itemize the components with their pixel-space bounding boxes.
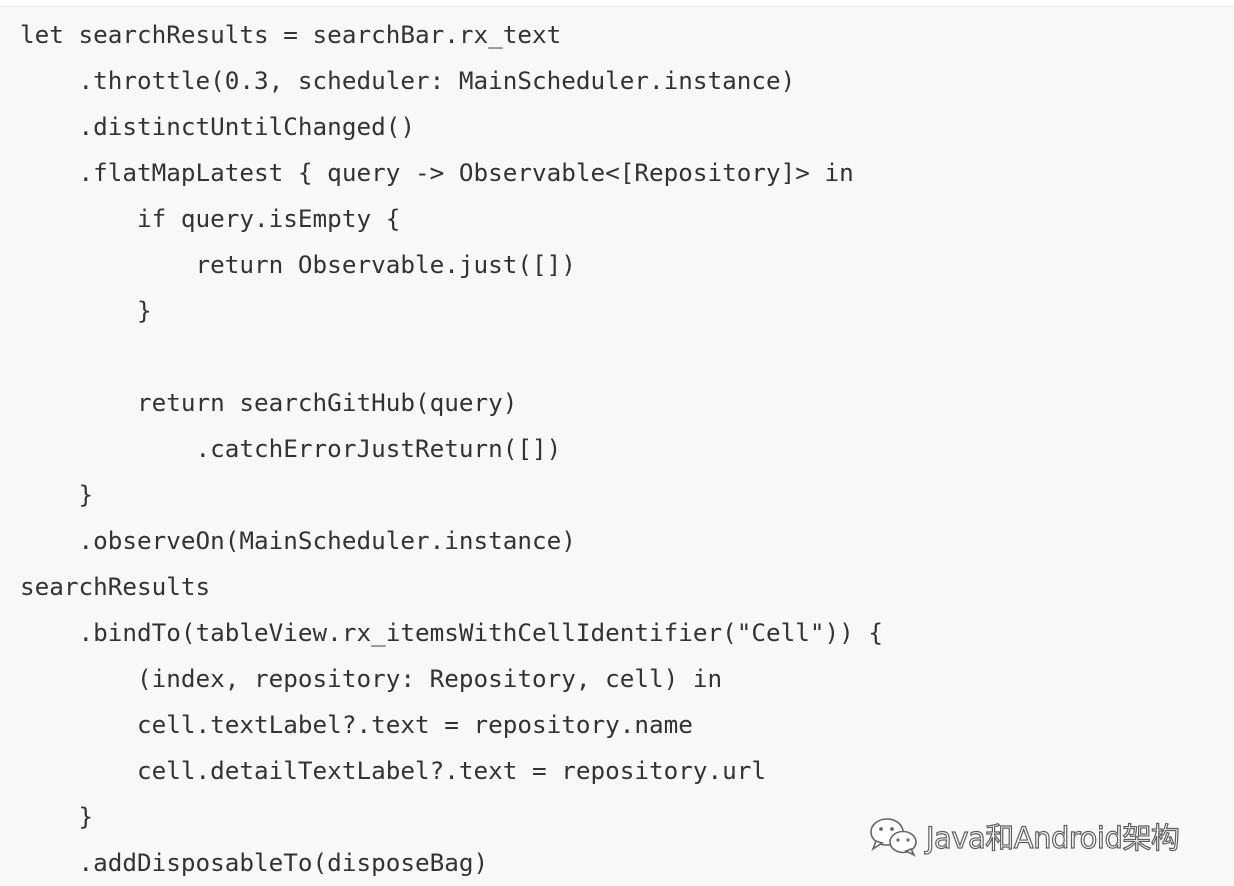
code-line: return searchGitHub(query)	[20, 388, 518, 417]
code-line: searchResults	[20, 572, 211, 601]
wechat-icon	[870, 818, 917, 857]
code-line: cell.detailTextLabel?.text = repository.…	[20, 756, 767, 785]
code-line: .bindTo(tableView.rx_itemsWithCellIdenti…	[20, 618, 884, 647]
watermark-text: Java和Android架构	[925, 820, 1180, 855]
code-line: (index, repository: Repository, cell) in	[20, 664, 723, 693]
code-line: return Observable.just([])	[20, 250, 576, 279]
code-panel: let searchResults = searchBar.rx_text .t…	[0, 6, 1234, 886]
code-line: .observeOn(MainScheduler.instance)	[20, 526, 576, 555]
code-line: .catchErrorJustReturn([])	[20, 434, 562, 463]
code-line: cell.textLabel?.text = repository.name	[20, 710, 693, 739]
code-line: .distinctUntilChanged()	[20, 112, 415, 141]
code-block: let searchResults = searchBar.rx_text .t…	[20, 12, 883, 886]
code-line: .throttle(0.3, scheduler: MainScheduler.…	[20, 66, 796, 95]
code-line: }	[20, 296, 152, 325]
code-line: }	[20, 480, 94, 509]
watermark: Java和Android架构	[868, 813, 1180, 859]
code-line: }	[20, 802, 94, 831]
code-line-blank	[20, 334, 883, 380]
code-line: .addDisposableTo(disposeBag)	[20, 848, 489, 877]
code-line: let searchResults = searchBar.rx_text	[20, 20, 562, 49]
code-line: .flatMapLatest { query -> Observable<[Re…	[20, 158, 854, 187]
code-line: if query.isEmpty {	[20, 204, 401, 233]
